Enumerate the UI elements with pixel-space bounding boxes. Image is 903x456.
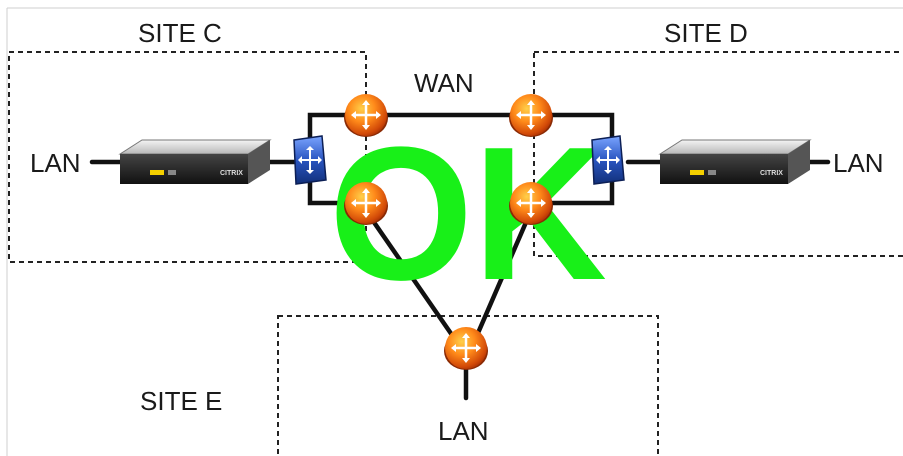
appliance-brand-right: CITRIX [760,170,783,177]
site-e-box [277,315,659,456]
appliance-brand-left: CITRIX [220,170,243,177]
citrix-appliance-icon-left: CITRIX [119,139,271,185]
site-d-box [533,51,903,257]
router-icon-c-top [342,92,390,139]
wan-label: WAN [414,68,474,98]
router-icon-d-top [507,92,555,139]
site-e-label: SITE E [140,386,222,416]
switch-icon-left [293,135,327,185]
site-d-label: SITE D [664,18,748,48]
site-c-box [8,51,367,263]
citrix-appliance-icon-right: CITRIX [659,139,811,185]
switch-icon-right [591,135,625,185]
site-c-label: SITE C [138,18,222,48]
lan-bottom-label: LAN [438,416,489,446]
lan-left-label: LAN [30,148,81,178]
lan-right-label: LAN [833,148,884,178]
